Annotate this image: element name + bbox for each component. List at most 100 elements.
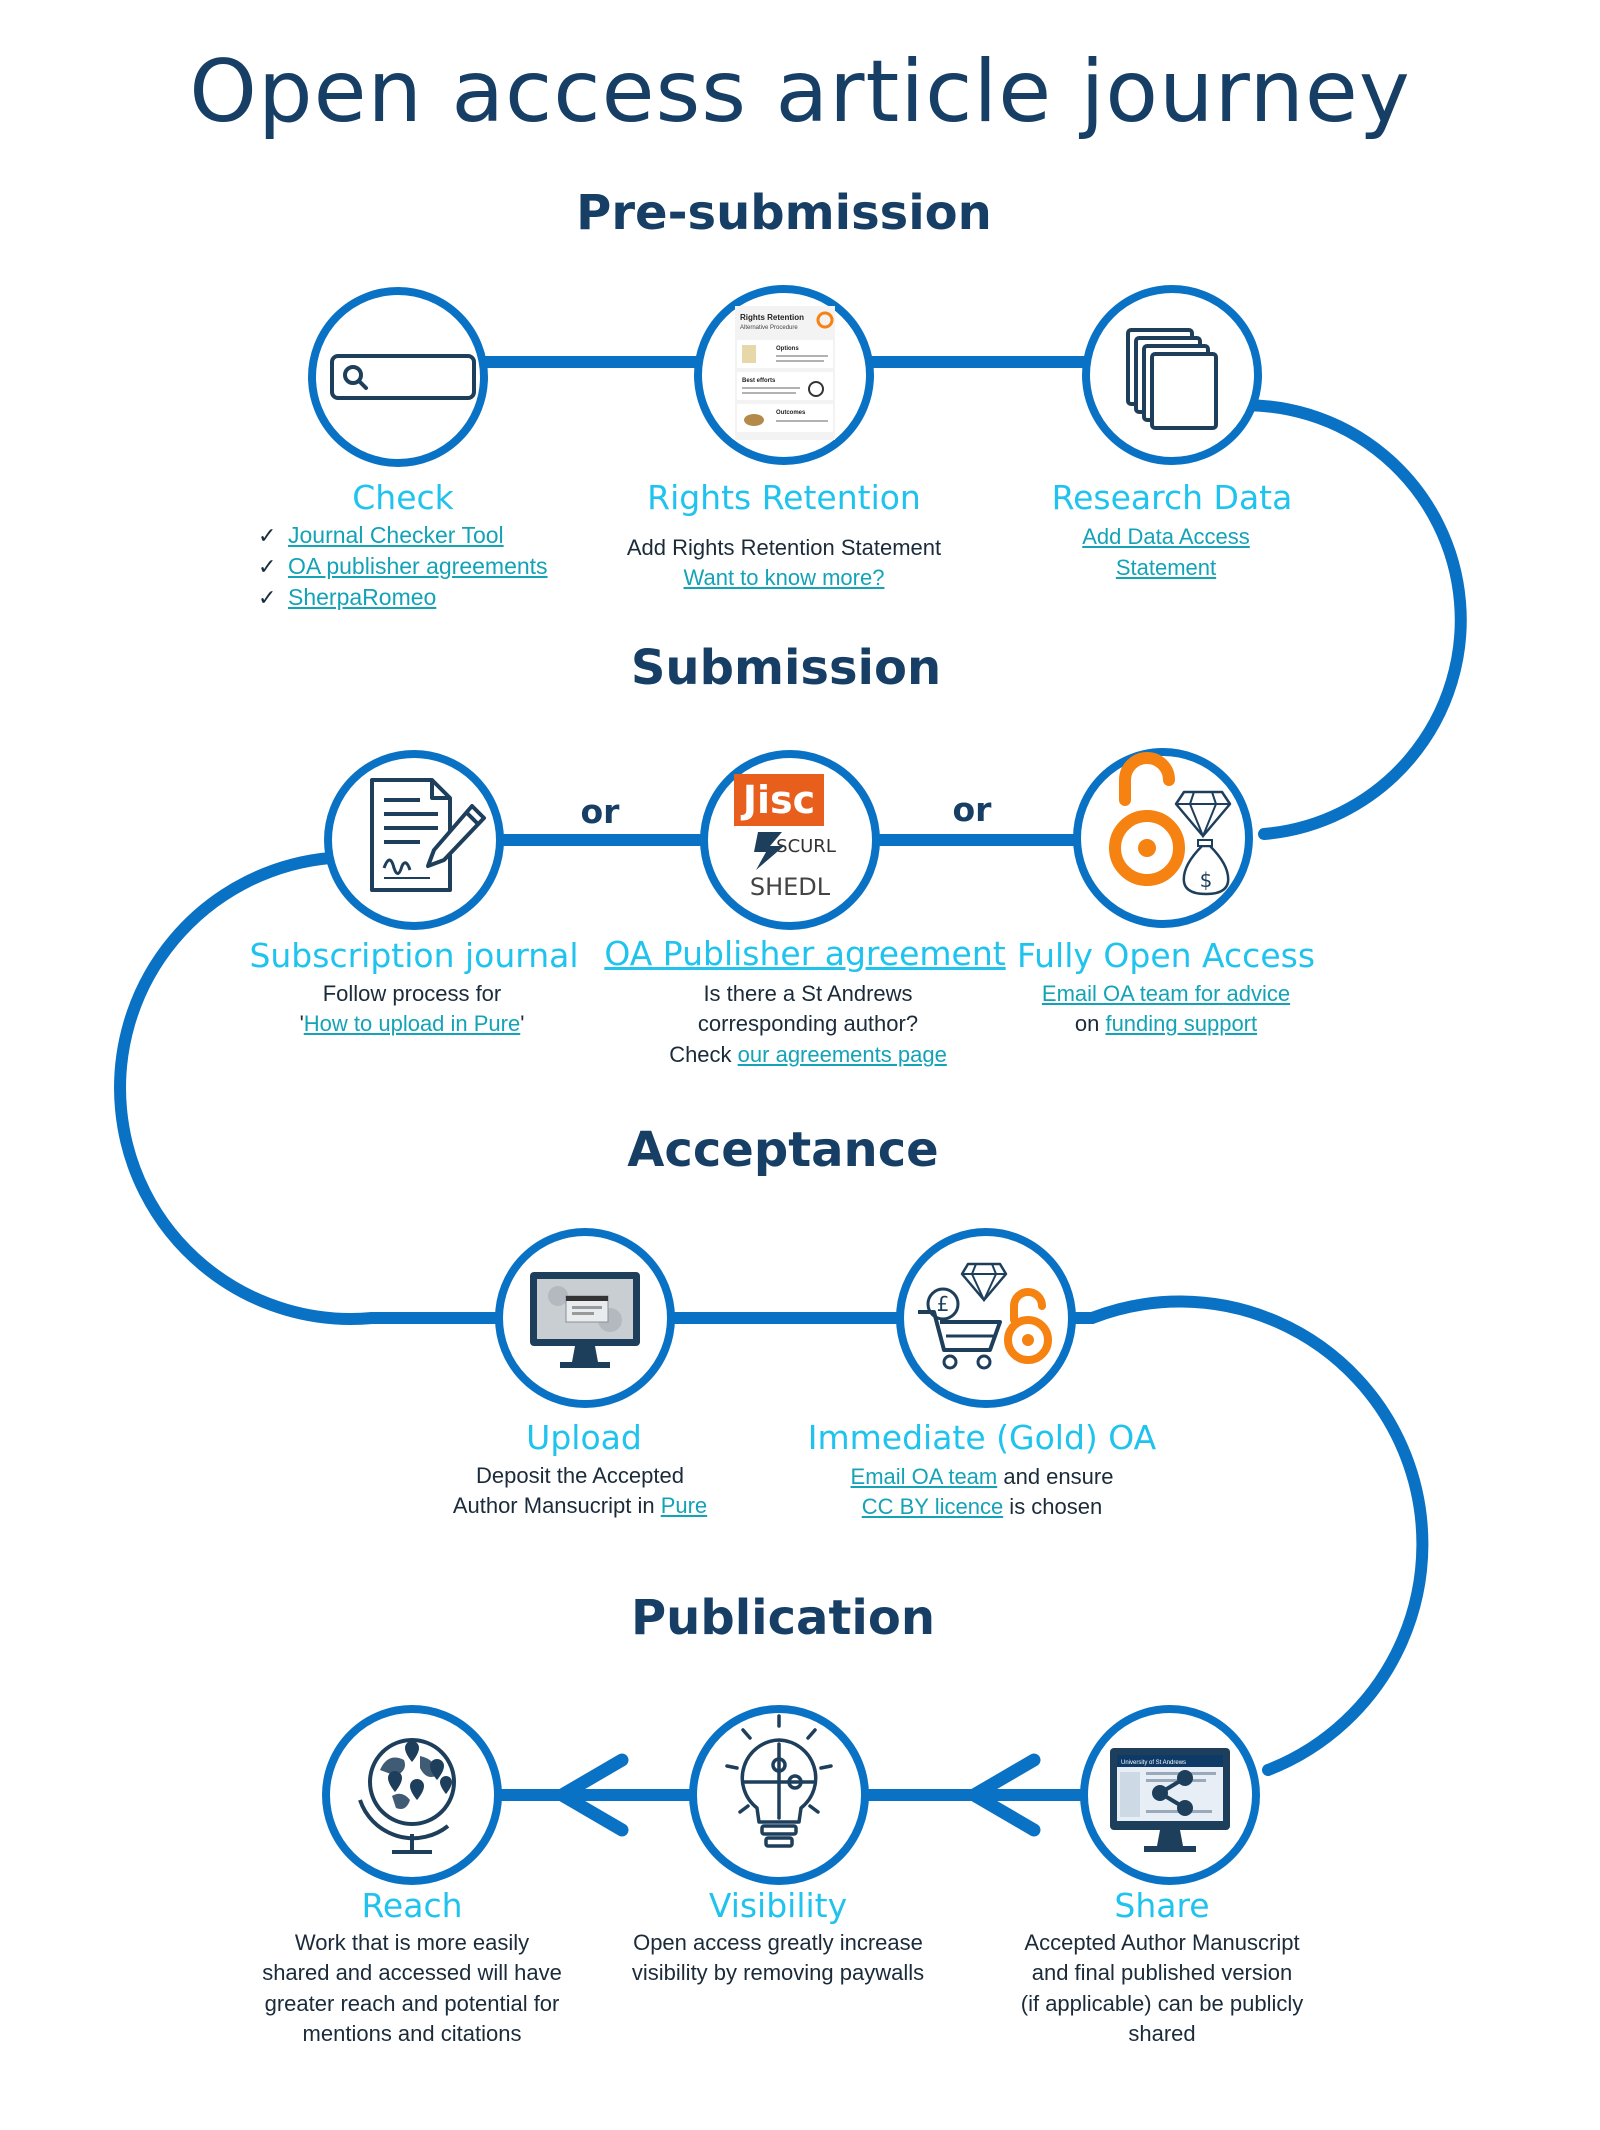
visibility-description-line: visibility by removing paywalls: [631, 1960, 925, 1985]
quote-mark: ': [520, 1011, 525, 1036]
screen-header-text: University of St Andrews: [1121, 1760, 1186, 1766]
how-to-upload-in-pure-link[interactable]: How to upload in Pure: [303, 1011, 521, 1036]
checkmark-icon: ✓: [258, 523, 277, 548]
fully-oa-step-node: $: [1073, 748, 1253, 928]
check-label: Check: [669, 1042, 738, 1067]
fully-oa-step-title: Fully Open Access: [1016, 936, 1316, 975]
rights-retention-document-thumbnail: Rights Retention Alternative Procedure O…: [735, 306, 835, 440]
fully-oa-funding-line: on funding support: [966, 1009, 1366, 1039]
thumbnail-section-label: Options: [776, 346, 799, 352]
gold-oa-line-2: CC BY licence is chosen: [782, 1492, 1182, 1522]
upload-text: Author Mansucript in: [452, 1493, 661, 1518]
signed-contract-icon: [370, 778, 486, 892]
globe-location-pins-icon: [358, 1738, 456, 1854]
gold-oa-text: is chosen: [1003, 1494, 1103, 1519]
upload-step-node: [495, 1228, 675, 1408]
stacked-files-icon: [1126, 328, 1218, 430]
svg-text:$: $: [1200, 868, 1213, 892]
reach-step-title: Reach: [361, 1886, 463, 1925]
share-step-node: University of St Andrews: [1080, 1705, 1260, 1885]
or-connector: or: [580, 792, 620, 831]
check-step-title: Check: [352, 478, 454, 517]
path-curve-left: [114, 852, 378, 1325]
fully-oa-link-line: Email OA team for advice: [966, 979, 1366, 1009]
thumbnail-section-label: Outcomes: [776, 410, 806, 416]
reach-description-line: shared and accessed will have: [262, 1960, 562, 1985]
research-data-step-title: Research Data: [1051, 478, 1293, 517]
check-list-item: ✓ OA publisher agreements: [258, 551, 548, 582]
monitor-upload-icon: [530, 1272, 640, 1368]
pure-link[interactable]: Pure: [660, 1493, 708, 1518]
page-title: Open access article journey: [189, 42, 1411, 142]
stage-heading-submission: Submission: [630, 640, 942, 696]
reach-step-node: [322, 1705, 502, 1885]
check-link-list: ✓ Journal Checker Tool ✓ OA publisher agre…: [258, 520, 548, 613]
checkmark-icon: ✓: [258, 554, 277, 579]
reach-description-line: greater reach and potential for: [264, 1991, 560, 2016]
share-description-line: shared: [1128, 2021, 1196, 2046]
email-oa-team-link[interactable]: Email OA team: [850, 1464, 998, 1489]
search-bar-icon: [330, 354, 476, 400]
checkmark-icon: ✓: [258, 585, 277, 610]
visibility-description-line: Open access greatly increase: [633, 1930, 923, 1955]
path-curve-right-2: [1086, 1295, 1429, 1776]
upload-description-line-2: Author Mansucript in Pure: [380, 1491, 780, 1521]
path-curve-right-1: [1222, 399, 1467, 840]
oa-agreement-check-line: Check our agreements page: [608, 1040, 1008, 1070]
shedl-logo-text: SHEDL: [750, 873, 831, 901]
check-list-item: ✓ SherpaRomeo: [258, 582, 548, 613]
research-data-step-node: [1082, 285, 1262, 465]
rights-retention-description: Add Rights Retention Statement: [626, 535, 942, 560]
email-oa-team-for-advice-link[interactable]: Email OA team for advice: [1041, 981, 1291, 1006]
sherparomeo-link[interactable]: SherpaRomeo: [288, 584, 437, 610]
visibility-step-title: Visibility: [708, 1886, 848, 1925]
open-access-lock-diamond-money-icon: $: [1109, 752, 1232, 896]
oa-agreement-question-line-2: corresponding author?: [697, 1011, 919, 1036]
journal-checker-tool-link[interactable]: Journal Checker Tool: [288, 522, 504, 548]
subscription-link-line: 'How to upload in Pure': [212, 1009, 612, 1039]
rights-retention-step-title: Rights Retention: [647, 478, 921, 517]
oa-publisher-agreements-link[interactable]: OA publisher agreements: [288, 553, 548, 579]
thumbnail-section-label: Best efforts: [742, 378, 776, 384]
jisc-scurl-shedl-logos: Jisc SCURL SHEDL: [734, 774, 836, 901]
thumbnail-subheading: Alternative Procedure: [740, 325, 798, 331]
jisc-logo-text: Jisc: [740, 778, 815, 822]
share-description-line: and final published version: [1031, 1960, 1293, 1985]
stage-heading-acceptance: Acceptance: [627, 1122, 939, 1178]
lightbulb-puzzle-icon: [725, 1714, 833, 1848]
cart-pound-diamond-open-access-icon: £: [918, 1262, 1052, 1370]
want-to-know-more-link[interactable]: Want to know more?: [683, 565, 885, 590]
oa-agreement-question-line-1: Is there a St Andrews: [703, 981, 913, 1006]
cc-by-licence-link[interactable]: CC BY licence: [861, 1494, 1004, 1519]
our-agreements-page-link[interactable]: our agreements page: [737, 1042, 947, 1067]
svg-text:£: £: [937, 1292, 950, 1316]
or-connector: or: [952, 790, 992, 829]
add-data-access-statement-link[interactable]: Statement: [1115, 555, 1217, 580]
gold-oa-line-1: Email OA team and ensure: [782, 1462, 1182, 1492]
check-step-node: [308, 287, 488, 467]
subscription-step-node: [324, 750, 504, 930]
subscription-description: Follow process for: [322, 981, 502, 1006]
share-step-title: Share: [1114, 1886, 1210, 1925]
arrow-left-icon: [555, 1753, 629, 1837]
stage-heading-publication: Publication: [630, 1590, 935, 1646]
rights-retention-line: Want to know more?: [584, 563, 984, 593]
monitor-share-icon: University of St Andrews: [1110, 1748, 1230, 1852]
gold-oa-step-node: £: [896, 1228, 1076, 1408]
quote-mark: ': [299, 1011, 304, 1036]
check-list-item: ✓ Journal Checker Tool: [258, 520, 548, 551]
thumbnail-heading: Rights Retention: [740, 313, 804, 322]
research-data-link-line-1: Add Data Access: [966, 522, 1366, 552]
scurl-logo-text: SCURL: [776, 836, 836, 857]
funding-support-link[interactable]: funding support: [1105, 1011, 1258, 1036]
rights-retention-step-node: Rights Retention Alternative Procedure O…: [694, 285, 874, 465]
subscription-step-title: Subscription journal: [249, 936, 579, 975]
gold-oa-step-title: Immediate (Gold) OA: [807, 1418, 1157, 1457]
reach-description-line: mentions and citations: [302, 2021, 522, 2046]
oa-publisher-agreement-link-title[interactable]: OA Publisher agreement: [604, 934, 1006, 973]
add-data-access-statement-link[interactable]: Add Data Access: [1082, 524, 1250, 549]
on-label: on: [1074, 1011, 1106, 1036]
reach-description-line: Work that is more easily: [294, 1930, 530, 1955]
visibility-step-node: [689, 1705, 869, 1885]
